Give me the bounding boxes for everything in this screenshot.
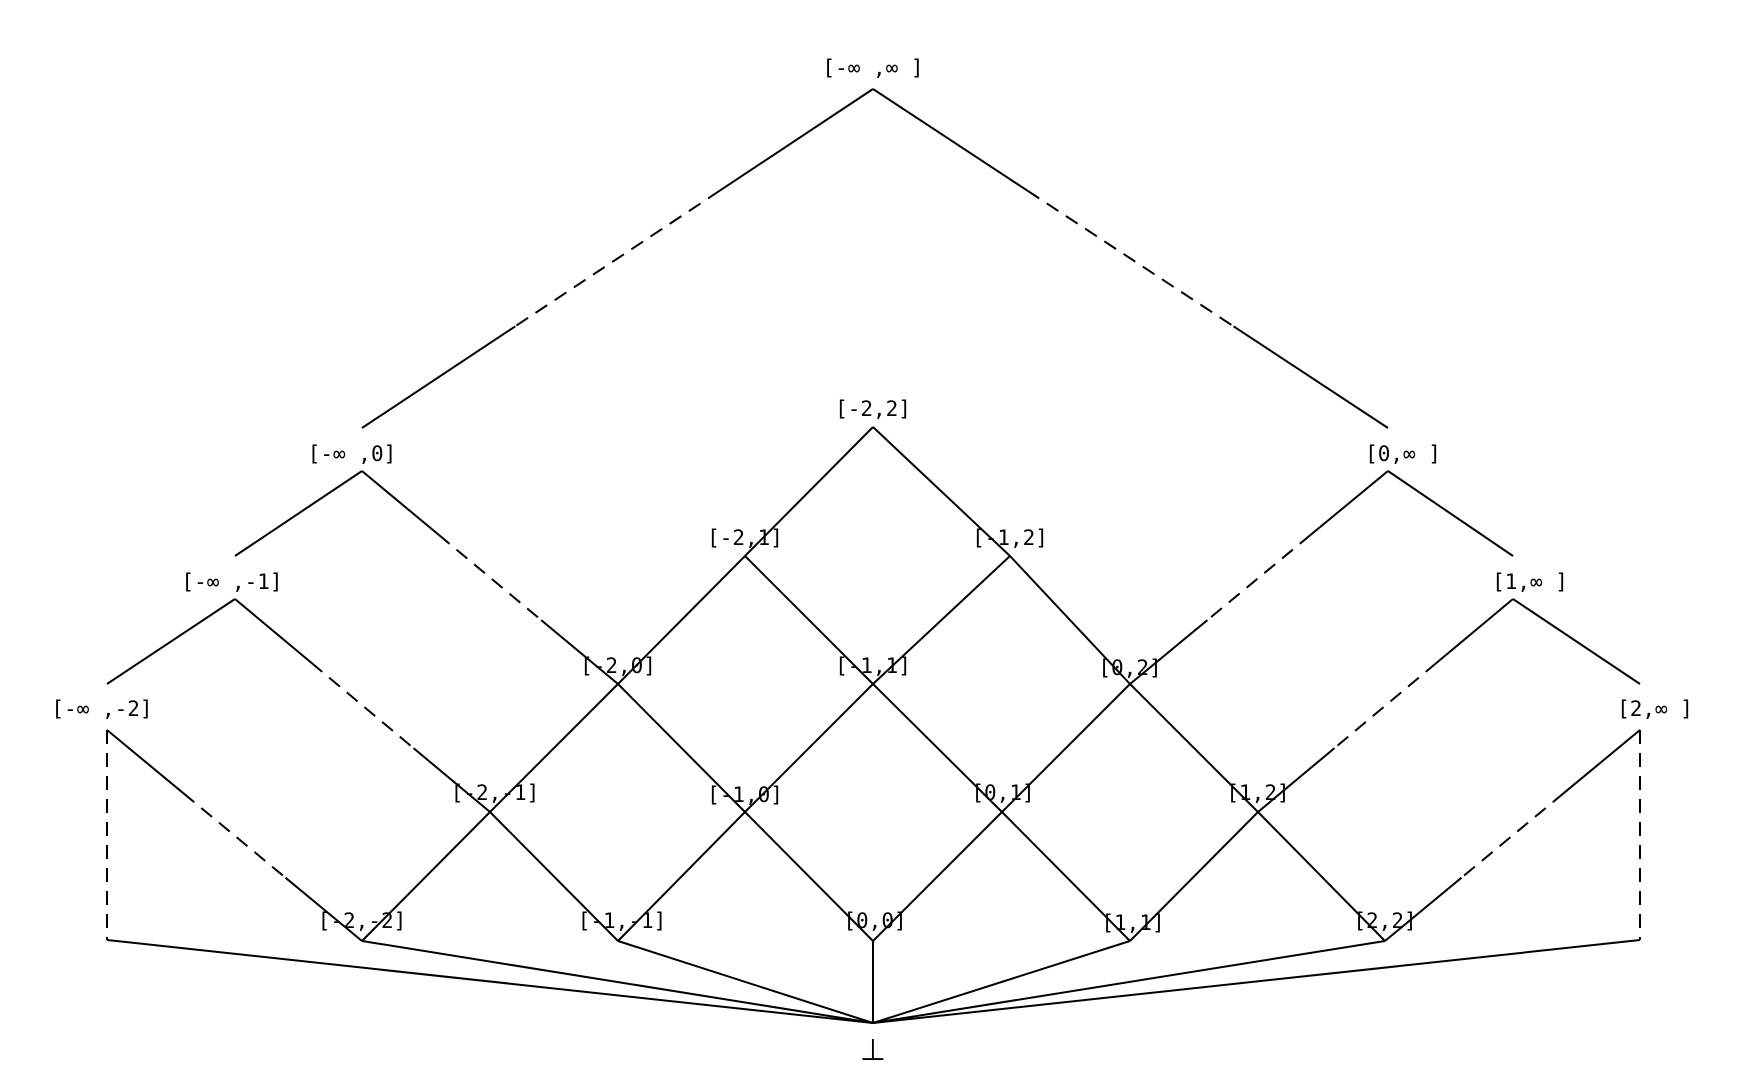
edge-m1_1-to-m1_0 [744,683,874,813]
node-label-2_2: [2,2] [1353,909,1416,933]
node-label-1_inf: [1,∞ ] [1492,570,1568,594]
edge-m2_m2-to-bottom [361,940,874,1024]
edge-0_inf-to-0_2-end [1129,619,1209,685]
edge-m2_1-to-m1_1 [744,555,874,685]
edge-m1_0-to-m1_m1 [617,811,746,942]
labels-layer: [-∞ ,∞ ] [-∞ ,0] [-2,2] [0,∞ ] [-∞ ,-1] [-2,1… [51,56,1693,1068]
edge-2_inf-to-2_2-middle [1460,792,1565,879]
node-label-0_1: [0,1] [971,781,1034,805]
edge-m1_m1-to-bottom [617,940,874,1024]
node-label-ninf_m2: [-∞ ,-2] [51,697,152,721]
edge-ninf_0-to-m2_0-start [361,470,440,536]
edge-m1_1-to-0_1 [872,683,1003,813]
node-label-m2_m2: [-2,-2] [318,909,407,933]
edge-0_2-to-1_2 [1129,683,1259,813]
edge-1_inf-to-1_2-end [1257,747,1336,813]
edge-ninf_m1-to-m2_m1-middle [310,662,415,749]
node-label-m1_2: [-1,2] [972,526,1048,550]
edge-ninf_0-to-m2_0-middle [438,534,542,621]
edge-top-to-0_inf-start [872,88,1029,192]
edge-ninf_m2-to-m2_m2-end [284,876,363,942]
node-label-2_inf: [2,∞ ] [1617,697,1693,721]
edge-ninf_m2-to-bottom-diagonal [106,939,874,1024]
node-label-1_2: [1,2] [1226,781,1289,805]
edge-m2_1-to-m2_0 [617,555,746,685]
node-label-1_1: [1,1] [1101,911,1164,935]
edge-0_inf-to-0_2-middle [1206,534,1312,621]
edge-ninf_0-to-m2_0-end [540,619,619,685]
edge-1_2-to-2_2 [1257,811,1386,942]
edge-ninf_m2-to-m2_m2-middle [182,792,287,879]
edge-2_inf-to-bottom-diagonal [872,939,1641,1024]
edge-m2_m1-to-m2_m2 [361,811,491,942]
node-label-m2_1: [-2,1] [707,526,783,550]
node-label-m2_2: [-2,2] [835,397,911,421]
edge-top-to-ninf_0-start [719,88,874,192]
edges-layer [106,88,1641,1024]
node-label-bottom: ⊥ [860,1033,886,1068]
edge-1_inf-to-1_2-middle [1333,662,1438,749]
edge-ninf_m1-to-m2_m1-start [234,598,313,664]
edge-top-to-0_inf-middle [1026,189,1235,328]
edge-top-to-0_inf-end [1232,325,1389,429]
edge-m1_2-to-0_2 [1009,555,1131,685]
edge-2_2-to-bottom [872,940,1386,1024]
edge-0_1-to-1_1 [1001,811,1131,942]
edge-m1_2-to-m1_1 [872,555,1011,685]
node-label-m1_0: [-1,0] [707,783,783,807]
edge-ninf_0-to-ninf_m1 [234,470,363,557]
edge-m2_0-to-m2_m1 [489,683,619,813]
node-label-0_0: [0,0] [843,909,906,933]
node-label-m2_m1: [-2,-1] [451,781,540,805]
edge-m2_m1-to-m1_m1 [489,811,619,942]
edge-1_inf-to-1_2-start [1435,598,1514,664]
edge-0_inf-to-1_inf [1387,470,1514,557]
node-label-ninf_0: [-∞ ,0] [308,442,397,466]
node-label-m2_0: [-2,0] [580,654,656,678]
edge-0_2-to-0_1 [1001,683,1131,813]
edge-1_2-to-1_1 [1129,811,1259,942]
edge-m1_0-to-0_0 [744,811,874,942]
edge-top-to-ninf_0-end [361,325,516,429]
node-label-top: [-∞ ,∞ ] [822,56,923,80]
node-label-0_2: [0,2] [1098,656,1161,680]
node-label-m1_1: [-1,1] [835,654,911,678]
node-label-ninf_m1: [-∞ ,-1] [181,570,282,594]
edge-2_inf-to-2_2-start [1562,729,1641,795]
edge-2_inf-to-2_2-end [1384,876,1463,942]
edge-0_inf-to-0_2-start [1309,470,1389,536]
edge-m2_2-to-m2_1 [744,426,874,557]
edge-ninf_m2-to-m2_m2-start [106,729,185,795]
edge-1_inf-to-2_inf [1512,598,1641,685]
node-label-0_inf: [0,∞ ] [1365,442,1441,466]
edge-1_1-to-bottom [872,940,1131,1024]
edge-ninf_m1-to-m2_m1-end [412,747,491,813]
edge-top-to-ninf_0-middle [514,189,721,328]
node-label-m1_m1: [-1,-1] [578,909,667,933]
edge-ninf_m1-to-ninf_m2 [106,598,236,685]
edge-m2_0-to-m1_0 [617,683,746,813]
edge-0_1-to-0_0 [872,811,1003,942]
edge-m2_2-to-m1_2 [872,426,1011,557]
